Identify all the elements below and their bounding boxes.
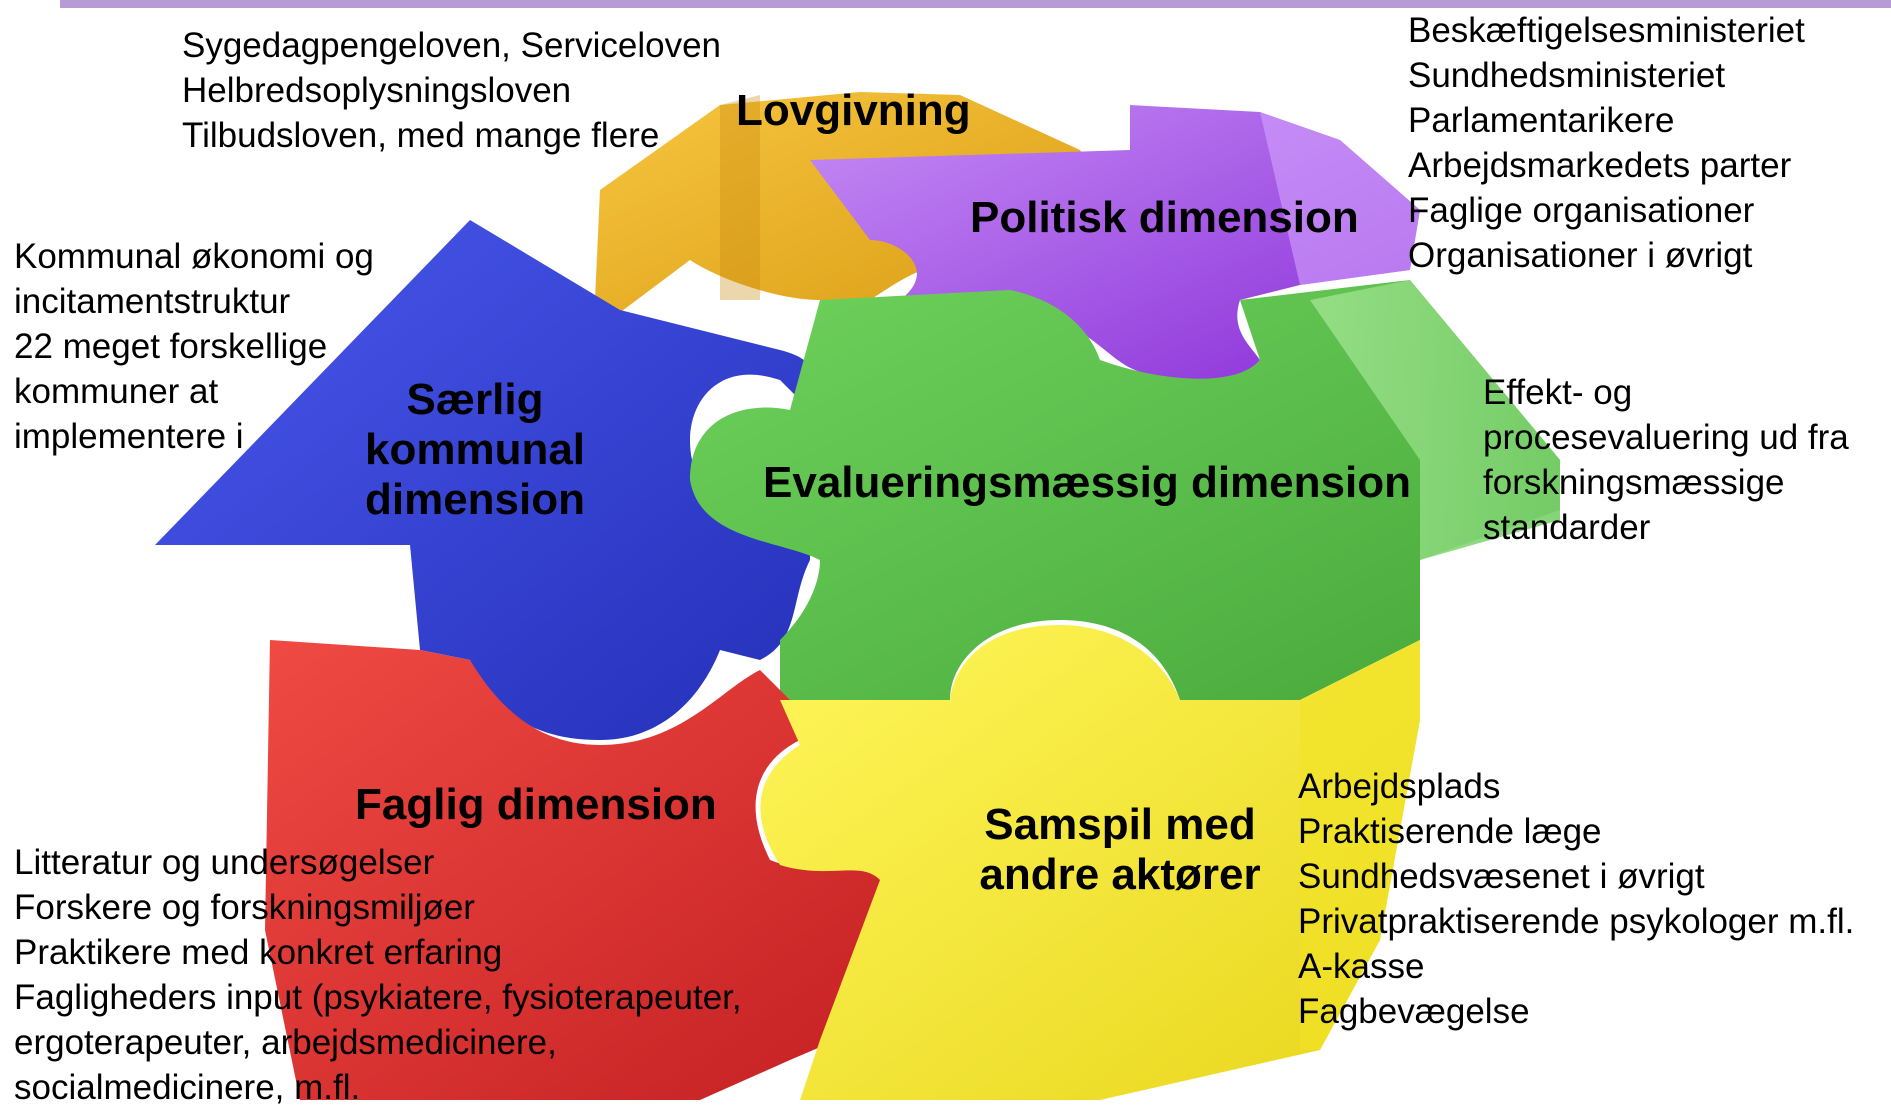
piece-samspil: [760, 625, 1420, 1100]
note-line: Faglige organisationer: [1408, 191, 1755, 230]
title-evaluering: Evalueringsmæssig dimension: [763, 458, 1411, 507]
notes-kommunal: Kommunal økonomi og incitamentstruktur 2…: [14, 234, 374, 459]
notes-faglig: Litteratur og undersøgelser Forskere og …: [14, 840, 742, 1110]
notes-lovgivning: Sygedagpengeloven, Serviceloven Helbreds…: [182, 23, 721, 158]
note-line: socialmedicinere, m.fl.: [14, 1068, 361, 1107]
notes-evaluering: Effekt- og procesevaluering ud fra forsk…: [1483, 370, 1849, 550]
note-line: Helbredsoplysningsloven: [182, 71, 572, 110]
title-kommunal: Særlig kommunal dimension: [364, 375, 586, 524]
note-line: forskningsmæssige: [1483, 463, 1785, 502]
piece-faglig: [265, 640, 900, 1100]
note-line: Arbejdsmarkedets parter: [1408, 146, 1792, 185]
note-line: implementere i: [14, 417, 244, 456]
note-line: A-kasse: [1298, 947, 1425, 986]
note-line: Sygedagpengeloven, Serviceloven: [182, 26, 721, 65]
note-line: Privatpraktiserende psykologer m.fl.: [1298, 902, 1855, 941]
note-line: Arbejdsplads: [1298, 767, 1501, 806]
title-faglig: Faglig dimension: [355, 780, 717, 829]
note-line: Sundhedsministeriet: [1408, 56, 1726, 95]
note-line: ergoterapeuter, arbejdsmedicinere,: [14, 1023, 557, 1062]
note-line: Fagbevægelse: [1298, 992, 1530, 1031]
title-samspil: Samspil med andre aktører: [979, 800, 1261, 899]
note-line: Beskæftigelsesministeriet: [1408, 11, 1805, 50]
note-line: procesevaluering ud fra: [1483, 418, 1849, 457]
title-lovgivning: Lovgivning: [736, 86, 971, 135]
note-line: kommuner at: [14, 372, 219, 411]
note-line: standarder: [1483, 508, 1651, 547]
piece-evaluering: [690, 280, 1560, 700]
note-line: Tilbudsloven, med mange flere: [182, 116, 660, 155]
title-politisk: Politisk dimension: [970, 193, 1359, 242]
note-line: Forskere og forskningsmiljøer: [14, 888, 475, 927]
note-line: Parlamentarikere: [1408, 101, 1675, 140]
note-line: Litteratur og undersøgelser: [14, 843, 435, 882]
note-line: 22 meget forskellige: [14, 327, 328, 366]
note-line: Organisationer i øvrigt: [1408, 236, 1753, 275]
note-line: Kommunal økonomi og: [14, 237, 374, 276]
note-line: Praktikere med konkret erfaring: [14, 933, 503, 972]
notes-samspil: Arbejdsplads Praktiserende læge Sundheds…: [1298, 764, 1854, 1034]
note-line: Praktiserende læge: [1298, 812, 1602, 851]
note-line: Fagligheders input (psykiatere, fysioter…: [14, 978, 742, 1017]
top-accent-bar: [60, 0, 1891, 8]
note-line: Effekt- og: [1483, 373, 1633, 412]
notes-politisk: Beskæftigelsesministeriet Sundhedsminist…: [1408, 8, 1805, 278]
piece-kommunal: [155, 220, 814, 740]
piece-evaluering-side: [1310, 280, 1560, 560]
note-line: Sundhedsvæsenet i øvrigt: [1298, 857, 1705, 896]
note-line: incitamentstruktur: [14, 282, 291, 321]
